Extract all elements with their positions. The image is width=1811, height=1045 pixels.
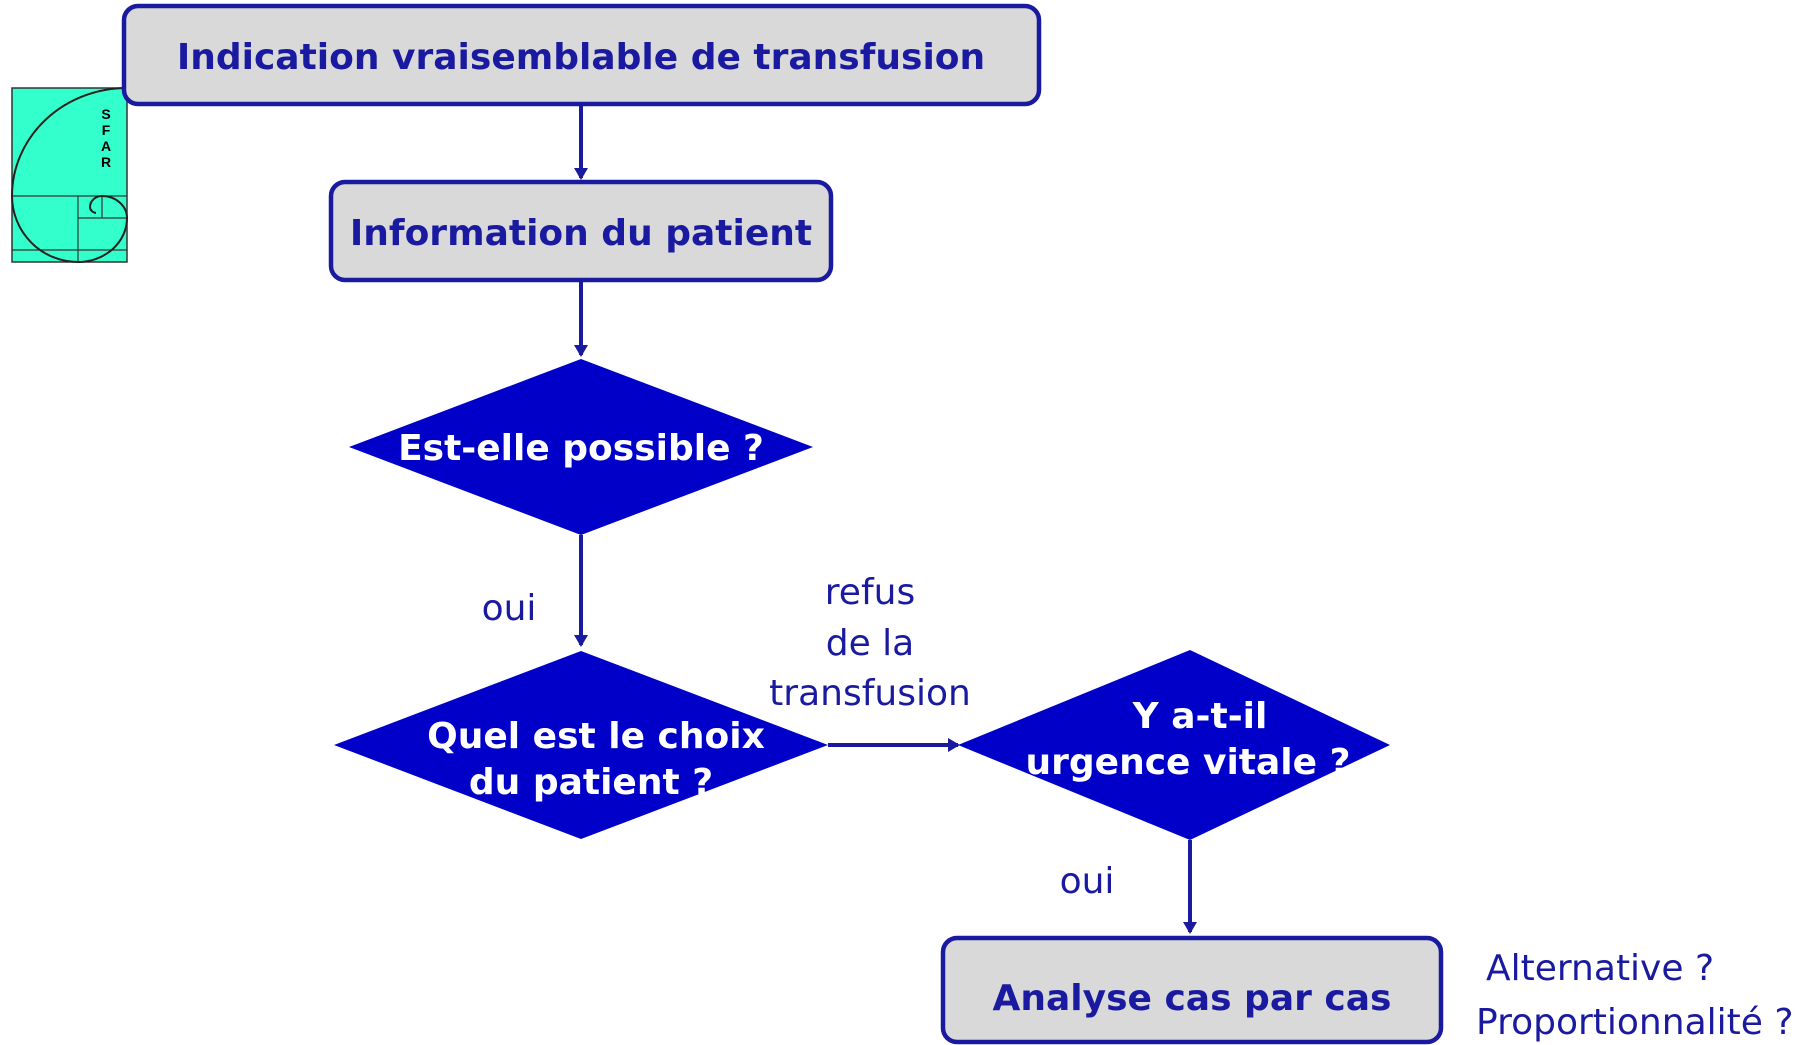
decision-possible-label: Est-elle possible ? (398, 428, 764, 469)
node-indication-label: Indication vraisemblable de transfusion (177, 37, 985, 78)
edge-label-refus-line2: de la (826, 623, 915, 664)
logo-letter: R (101, 154, 111, 170)
edge-label-refus-line3: transfusion (769, 673, 971, 714)
node-analyse: Analyse cas par cas (940, 935, 1444, 1045)
node-information-label: Information du patient (350, 213, 812, 254)
decision-choix: Quel est le choix du patient ? (334, 651, 828, 839)
logo-letter: F (102, 122, 111, 138)
decision-choix-label-line1: Quel est le choix (427, 716, 765, 757)
decision-possible: Est-elle possible ? (349, 359, 813, 535)
node-analyse-label: Analyse cas par cas (993, 978, 1392, 1019)
note-alternative: Alternative ? (1486, 948, 1714, 989)
edge-label-refus-line1: refus (825, 572, 915, 613)
logo-letter: S (101, 106, 110, 122)
note-proportionnalite: Proportionnalité ? (1476, 1002, 1793, 1043)
decision-urgence-label-line1: Y a-t-il (1132, 696, 1268, 737)
edge-label-oui-2: oui (1060, 861, 1115, 902)
logo-letter: A (101, 138, 111, 154)
node-indication: Indication vraisemblable de transfusion (121, 3, 1042, 107)
decision-choix-label-line2: du patient ? (469, 762, 713, 803)
sfar-logo: S F A R (10, 87, 129, 264)
decision-urgence-label-line2: urgence vitale ? (1026, 742, 1351, 783)
edge-label-oui-1: oui (482, 588, 537, 629)
decision-urgence: Y a-t-il urgence vitale ? (958, 650, 1390, 840)
node-information: Information du patient (328, 179, 834, 283)
